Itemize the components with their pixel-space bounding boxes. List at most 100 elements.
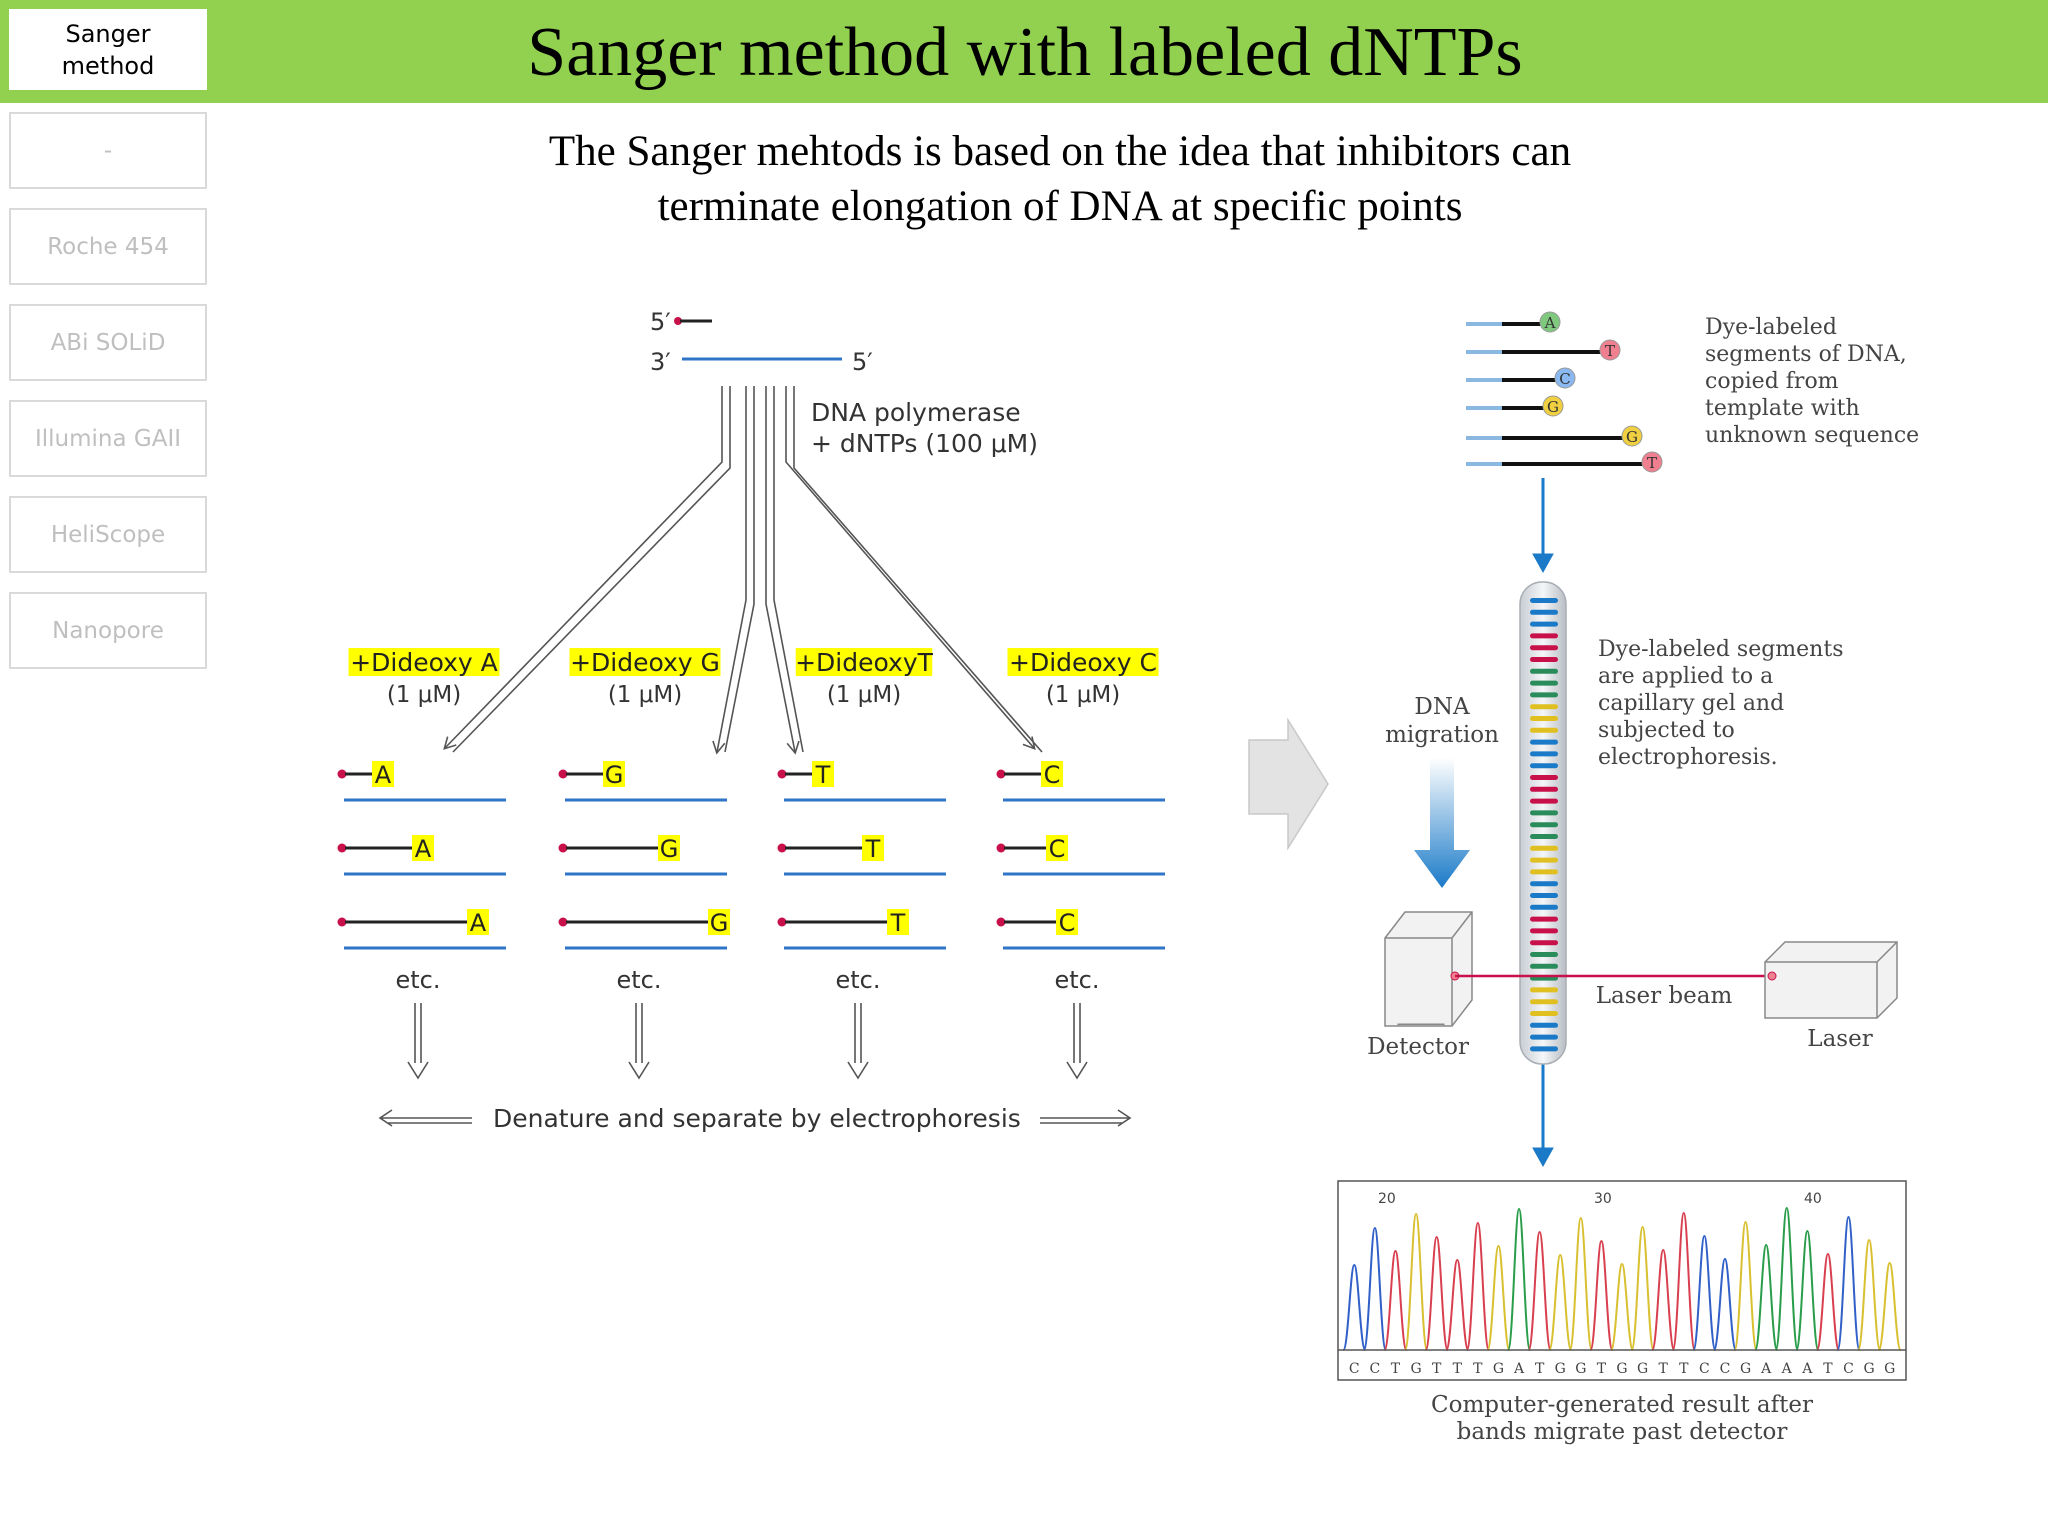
terminator-base: A xyxy=(415,835,432,863)
gel-band xyxy=(1530,716,1558,721)
sequence-base: T xyxy=(1597,1361,1607,1377)
dye-circle xyxy=(1539,311,1561,333)
gel-band xyxy=(1530,881,1558,887)
subtitle-line2: terminate elongation of DNA at specific … xyxy=(657,183,1463,230)
laser-label: Laser xyxy=(1807,1026,1872,1052)
gel-band xyxy=(1530,786,1558,792)
chromatogram-peak xyxy=(1548,1253,1573,1351)
dye-caption-line4: template with xyxy=(1705,396,1860,421)
fragment-dye-dot xyxy=(777,917,787,927)
fragment-dye-dot xyxy=(558,843,568,853)
sidebar-item-nanopore[interactable]: Nanopore xyxy=(9,592,207,669)
sidebar-item-dash[interactable]: - xyxy=(9,112,207,189)
sequence-base: T xyxy=(1391,1361,1401,1377)
gel-band xyxy=(1530,940,1558,946)
chromatogram-peak xyxy=(1836,1215,1861,1351)
gel-band xyxy=(1530,1046,1558,1052)
terminator-base: C xyxy=(1059,909,1076,937)
dye-caption-line5: unknown sequence xyxy=(1705,423,1919,448)
dye-circle xyxy=(1641,451,1663,473)
fragment-dye-dot xyxy=(777,843,787,853)
result-caption-line1: Computer-generated result after xyxy=(1431,1392,1813,1418)
pipe-arrow-c xyxy=(785,386,1036,751)
terminator-highlight xyxy=(1041,761,1063,787)
gel-caption-line3: capillary gel and xyxy=(1598,691,1784,716)
dye-caption-line1: Dye-labeled xyxy=(1705,315,1837,340)
chromatogram-peak xyxy=(1857,1238,1882,1351)
gel-band xyxy=(1530,751,1558,757)
fragment-dye-dot xyxy=(996,769,1006,779)
laser-beam-label: Laser beam xyxy=(1596,983,1733,1009)
arrow-down-1 xyxy=(1532,553,1554,574)
dye-fragment-a: A xyxy=(1466,311,1561,333)
template-primer: 5′ 3′ 5′ DNA polymerase + dNTPs (100 μM) xyxy=(650,308,1038,458)
pipe-arrow-g xyxy=(712,386,747,755)
sidebar-item-heliscope[interactable]: HeliScope xyxy=(9,496,207,573)
terminator-highlight xyxy=(1046,835,1068,861)
process-arrow xyxy=(1248,717,1329,851)
sequence-base: T xyxy=(1473,1361,1483,1377)
dye-fragment-g: G xyxy=(1466,425,1643,447)
slide-title: Sanger method with labeled dNTPs xyxy=(527,14,1523,91)
sequence-base: T xyxy=(1453,1361,1463,1377)
primer-dye-dot xyxy=(674,317,682,325)
dye-base: A xyxy=(1544,314,1556,332)
terminator-base: T xyxy=(890,909,906,937)
sequence-base: C xyxy=(1699,1361,1710,1377)
sequence-base: C xyxy=(1370,1361,1381,1377)
gel-band xyxy=(1530,657,1558,662)
chromatogram-peak xyxy=(1877,1261,1902,1351)
sequence-base: A xyxy=(1513,1361,1525,1377)
dye-circle xyxy=(1599,339,1621,361)
terminator-base: G xyxy=(710,909,729,937)
lane-label: +Dideoxy A xyxy=(350,648,498,677)
lane-label: +DideoxyT xyxy=(795,648,934,677)
fragment-dye-dot xyxy=(337,917,347,927)
sequence-base: A xyxy=(1781,1361,1793,1377)
lane-concentration: (1 μM) xyxy=(827,682,901,708)
sequence-base: T xyxy=(1432,1361,1442,1377)
sequence-base: A xyxy=(1801,1361,1813,1377)
gel-band xyxy=(1530,952,1558,957)
terminator-highlight xyxy=(1056,909,1078,935)
dye-base: T xyxy=(1647,454,1657,472)
sequence-base: G xyxy=(1864,1361,1875,1377)
dye-base: T xyxy=(1605,342,1615,360)
pipe-arrow-t xyxy=(765,386,800,755)
sidebar-item-illumina-gaii[interactable]: Illumina GAII xyxy=(9,400,207,477)
chromatogram-peak xyxy=(1445,1258,1470,1351)
chromatogram-peak xyxy=(1610,1262,1634,1351)
distribution-arrows xyxy=(443,386,1043,755)
sidebar-item-roche-454[interactable]: Roche 454 xyxy=(9,208,207,285)
polymerase-label-line2: + dNTPs (100 μM) xyxy=(811,429,1038,458)
pipe-arrow-a xyxy=(443,386,723,750)
dye-fragment-t: T xyxy=(1466,339,1621,361)
chromatogram-tick-label: 30 xyxy=(1594,1191,1612,1207)
chromatogram-peak xyxy=(1651,1248,1676,1351)
sidebar-item-abi-solid[interactable]: ABi SOLiD xyxy=(9,304,207,381)
gel-band xyxy=(1530,598,1558,603)
sequence-base: A xyxy=(1760,1361,1772,1377)
gel-band xyxy=(1530,1011,1558,1016)
migration-label-line1: DNA xyxy=(1414,694,1470,720)
fragment-dye-dot xyxy=(558,917,568,927)
result-caption-line2: bands migrate past detector xyxy=(1457,1419,1788,1445)
terminator-base: T xyxy=(815,761,831,789)
gel-caption-line2: are applied to a xyxy=(1598,664,1773,689)
gel-band xyxy=(1530,869,1558,875)
gel-band xyxy=(1530,692,1558,698)
gel-band xyxy=(1530,904,1558,910)
sequence-base: T xyxy=(1679,1361,1689,1377)
arrow-down-2 xyxy=(1532,1147,1554,1168)
terminator-base: C xyxy=(1044,761,1061,789)
sidebar-item-sanger-method[interactable]: Sanger method xyxy=(9,9,207,90)
terminator-highlight xyxy=(372,761,394,787)
lane-label: +Dideoxy G xyxy=(570,648,720,677)
gel-band xyxy=(1530,928,1558,934)
dye-base: G xyxy=(1626,428,1638,446)
sequence-base: C xyxy=(1720,1361,1731,1377)
gel-band xyxy=(1530,916,1558,922)
dye-base: G xyxy=(1547,398,1559,416)
gel-caption-line5: electrophoresis. xyxy=(1598,745,1778,770)
